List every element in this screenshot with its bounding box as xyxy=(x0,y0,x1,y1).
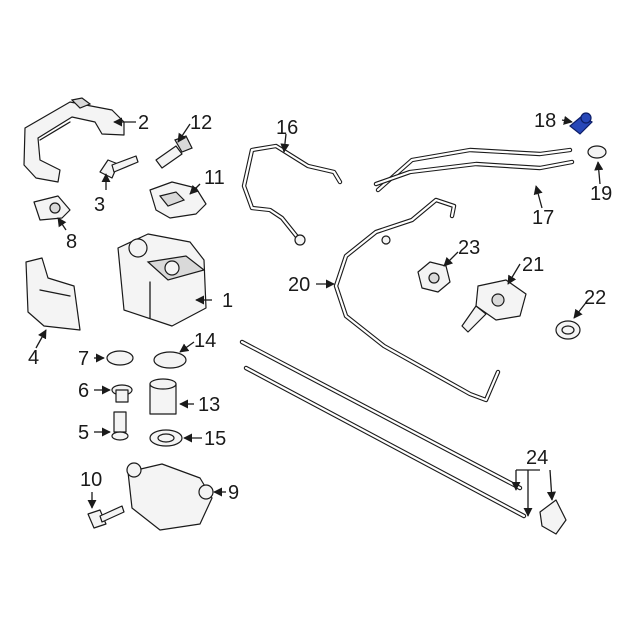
part-2-bracket[interactable] xyxy=(23,97,125,183)
callout-22: 22 xyxy=(584,287,606,309)
callout-18: 18 xyxy=(534,110,556,132)
part-24-trim-strip[interactable] xyxy=(239,339,567,535)
callout-17: 17 xyxy=(532,207,554,229)
part-15-gasket[interactable] xyxy=(149,429,183,447)
callout-10: 10 xyxy=(80,469,102,491)
callout-21: 21 xyxy=(522,254,544,276)
callout-9: 9 xyxy=(228,482,239,504)
part-19-cap[interactable] xyxy=(587,145,607,159)
part-7-o-ring[interactable] xyxy=(106,350,134,366)
callout-11: 11 xyxy=(204,167,225,189)
callout-4: 4 xyxy=(28,347,39,369)
callout-labels: 1 2 3 4 5 6 7 8 9 10 11 12 13 14 15 16 1… xyxy=(28,110,612,504)
part-12-bolt[interactable] xyxy=(155,135,193,169)
callout-24: 24 xyxy=(526,447,548,469)
callout-13: 13 xyxy=(198,394,220,416)
callout-7: 7 xyxy=(78,348,89,370)
part-20-hose[interactable] xyxy=(333,197,501,403)
callout-19: 19 xyxy=(590,183,612,205)
part-18-connector[interactable] xyxy=(569,112,593,135)
callout-15: 15 xyxy=(204,428,226,450)
callout-1: 1 xyxy=(222,290,233,312)
callout-12: 12 xyxy=(190,112,212,134)
callout-8: 8 xyxy=(66,231,77,253)
part-17-tube-assembly[interactable] xyxy=(373,147,575,193)
part-16-tube[interactable] xyxy=(241,143,343,246)
callout-14: 14 xyxy=(194,330,216,352)
part-22-washer[interactable] xyxy=(555,320,581,340)
part-9-mount-bracket[interactable] xyxy=(126,462,214,531)
part-6-valve[interactable] xyxy=(111,384,133,403)
part-14-seal[interactable] xyxy=(153,351,187,369)
leader-lines xyxy=(35,115,604,517)
callout-2: 2 xyxy=(138,112,149,134)
part-5-screw[interactable] xyxy=(111,411,129,441)
callout-5: 5 xyxy=(78,422,89,444)
part-1-canister[interactable] xyxy=(117,233,207,327)
part-10-bolt[interactable] xyxy=(87,505,125,529)
callout-6: 6 xyxy=(78,380,89,402)
part-13-fitting[interactable] xyxy=(149,378,177,415)
callout-23: 23 xyxy=(458,237,480,259)
callout-16: 16 xyxy=(276,117,298,139)
callout-3: 3 xyxy=(94,194,105,216)
part-21-sender[interactable] xyxy=(461,279,527,333)
part-23-nut[interactable] xyxy=(417,261,451,293)
part-11-sensor[interactable] xyxy=(149,181,207,219)
callout-20: 20 xyxy=(288,274,310,296)
part-4-shield[interactable] xyxy=(25,257,81,331)
part-8-clip-nut[interactable] xyxy=(33,195,71,221)
